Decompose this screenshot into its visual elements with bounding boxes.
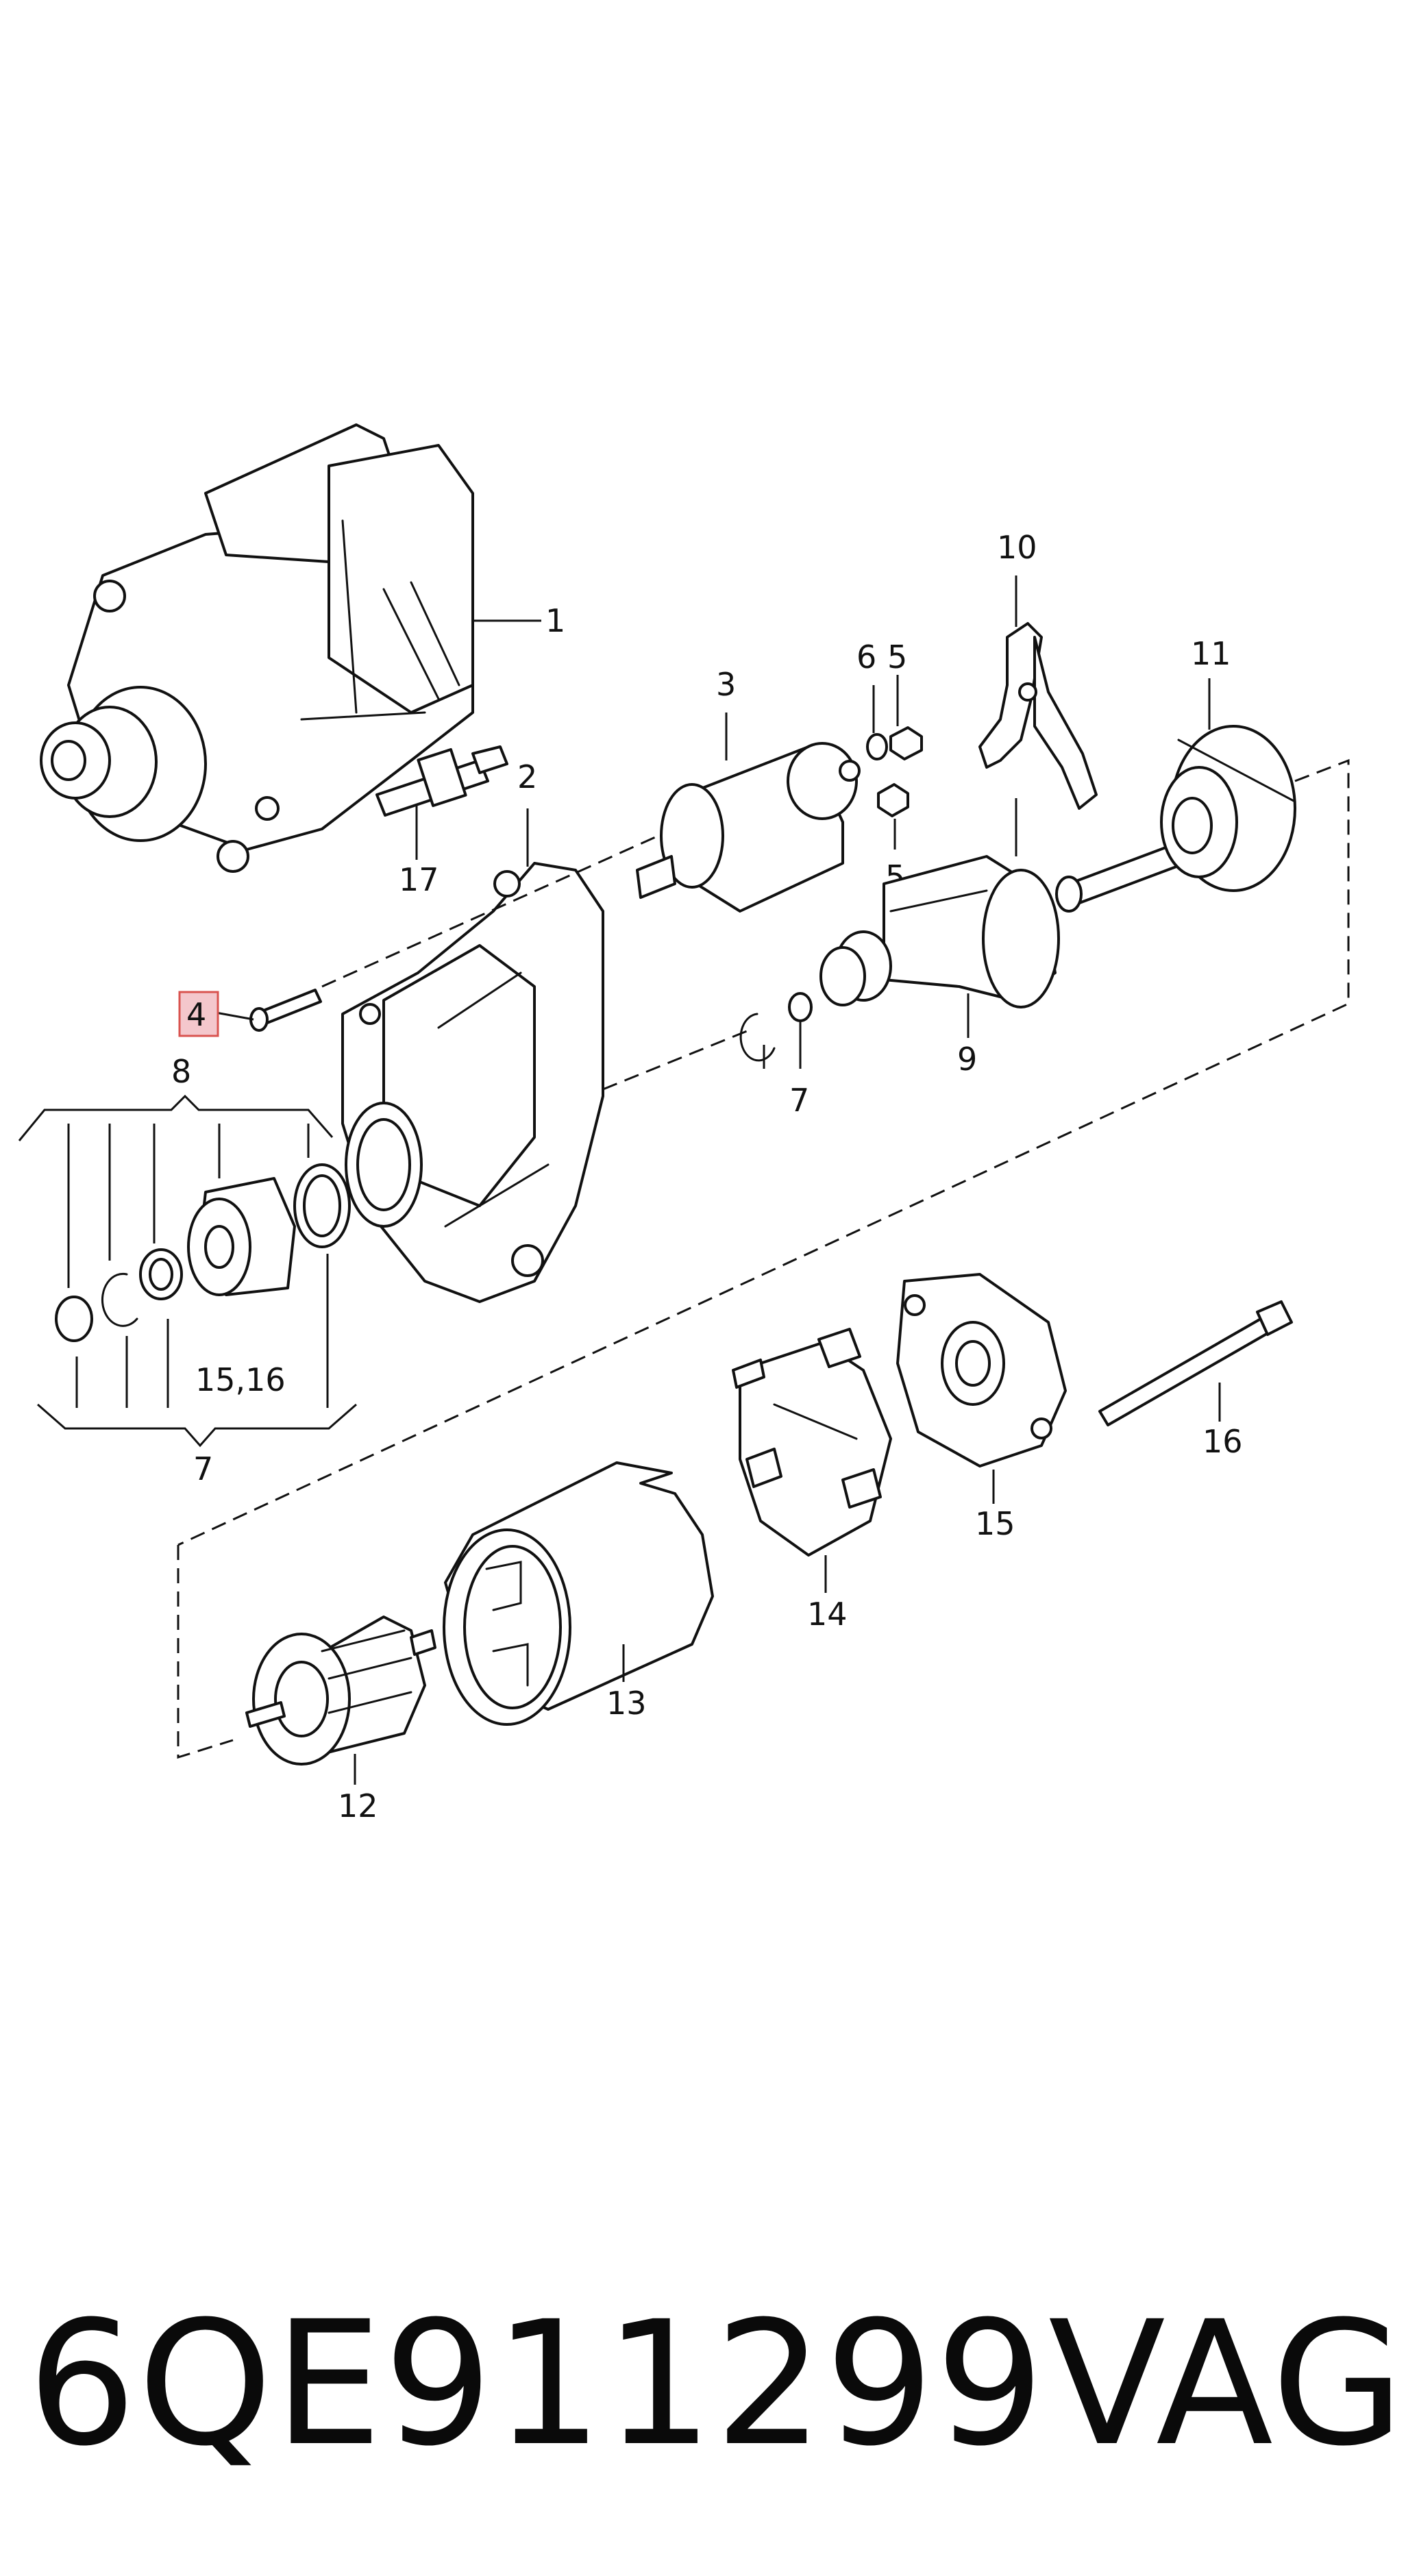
nut-lower (877, 783, 909, 817)
stop-ring (139, 1248, 183, 1300)
drive-pinion (187, 1177, 296, 1296)
assembly-boundary-right (177, 758, 1350, 1546)
callout-17: 17 (399, 861, 439, 898)
bracket-7 (37, 1403, 357, 1448)
circlip-upper (739, 992, 813, 1062)
armature (245, 1615, 436, 1766)
stator-housing (443, 1461, 714, 1726)
callout-6: 6 (856, 639, 876, 676)
drive-end-housing (341, 862, 604, 1303)
callout-3: 3 (716, 666, 736, 703)
brand-name: VAG (1048, 2284, 1406, 2484)
part-number: 6QE911299 (27, 2284, 1046, 2484)
circlip-lower (101, 1272, 138, 1327)
callout-7b: 7 (193, 1450, 213, 1487)
callout-12: 12 (338, 1787, 378, 1824)
sealing-ring (293, 1163, 351, 1248)
callout-5a: 5 (887, 639, 907, 676)
callout-15-16: 15,16 (195, 1361, 286, 1398)
callout-8: 8 (171, 1053, 191, 1090)
leader-4 (215, 1011, 254, 1021)
nut-upper (889, 726, 923, 760)
callout-15: 15 (975, 1505, 1015, 1542)
engagement-lever (978, 622, 1098, 810)
callout-9: 9 (957, 1041, 977, 1078)
highlight-box (178, 991, 219, 1037)
pinion-cap (55, 1296, 93, 1342)
callout-2: 2 (517, 758, 537, 795)
brush-holder (732, 1328, 892, 1557)
stud-bolt (375, 745, 508, 817)
callout-16: 16 (1202, 1423, 1243, 1460)
assembly-boundary-left (177, 1545, 234, 1759)
starter-motor-assembly (40, 423, 474, 873)
assembly-line-mid (602, 1030, 748, 1091)
through-bolt (1098, 1300, 1293, 1426)
callout-10: 10 (997, 529, 1037, 566)
screw (249, 989, 322, 1032)
commutator-end-shield (896, 1273, 1067, 1467)
callout-13: 13 (606, 1685, 647, 1722)
callout-4[interactable]: 4 (186, 996, 206, 1033)
callout-7a: 7 (789, 1082, 809, 1119)
callout-14: 14 (807, 1596, 848, 1633)
planetary-gear-shaft (1055, 725, 1296, 913)
washer (866, 733, 888, 760)
bracket-8 (18, 1094, 334, 1141)
callout-1: 1 (545, 602, 565, 639)
overrunning-clutch (819, 855, 1060, 1008)
solenoid (636, 742, 861, 913)
assembly-line-upper (321, 807, 720, 988)
callout-11: 11 (1191, 635, 1231, 672)
